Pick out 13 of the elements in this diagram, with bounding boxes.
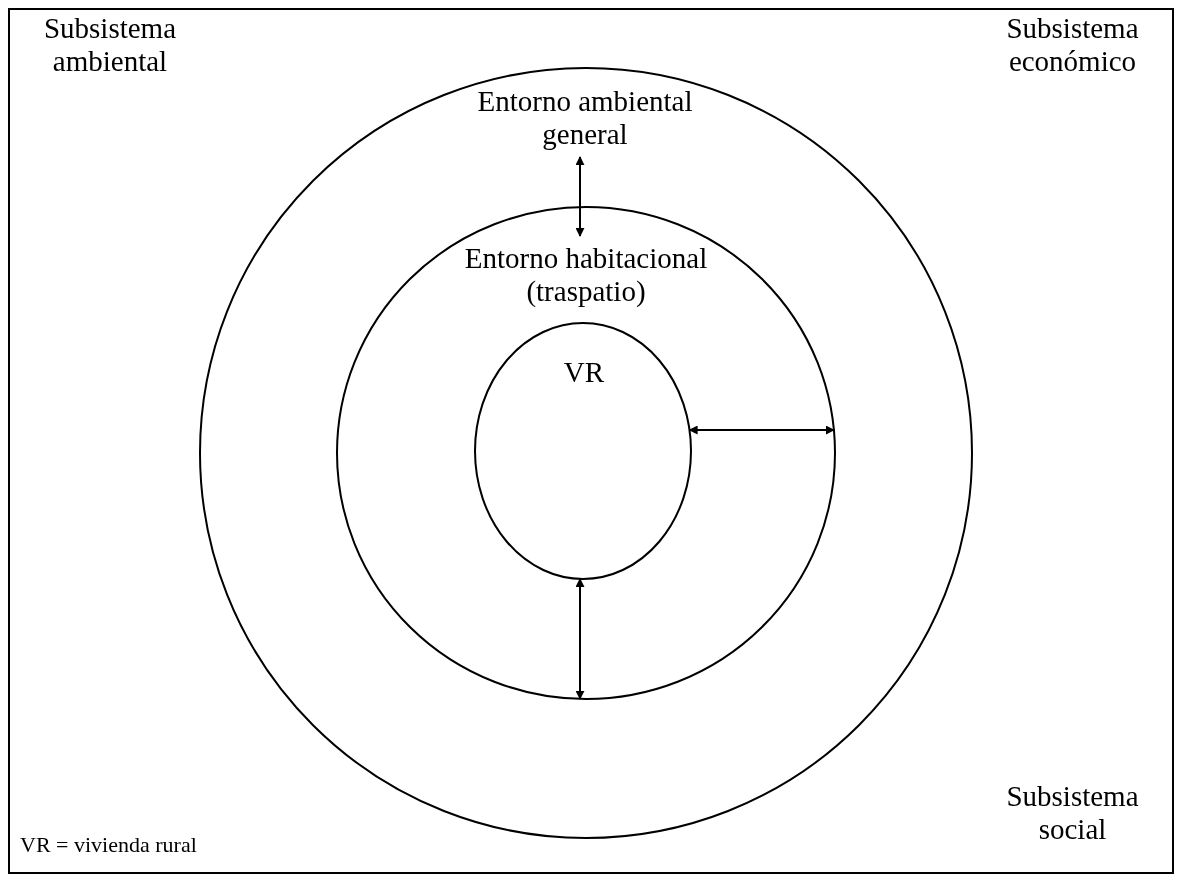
subsystem-label: Subsistema social [1005, 780, 1140, 846]
ellipse-label: Entorno ambiental general [476, 85, 694, 151]
inner-ellipse [474, 322, 692, 580]
subsystem-label: Subsistema económico [1005, 12, 1140, 78]
ellipse-label: VR [562, 356, 606, 389]
ellipse-label: Entorno habitacional (traspatio) [463, 242, 709, 308]
outer-ellipse [199, 67, 973, 839]
subsystem-label: Subsistema ambiental [42, 12, 178, 78]
double-arrow [575, 156, 585, 237]
middle-ellipse [336, 206, 836, 700]
double-arrow [688, 425, 835, 435]
double-arrow [575, 577, 585, 700]
note: VR = vivienda rural [20, 831, 197, 859]
